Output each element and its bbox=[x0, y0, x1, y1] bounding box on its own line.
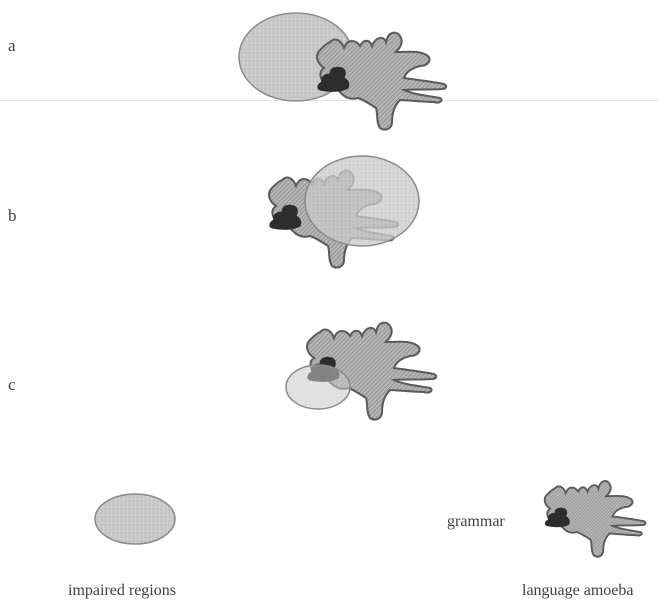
legend-grammar-label: grammar bbox=[447, 514, 505, 530]
panel-b-diagram bbox=[269, 156, 419, 268]
panel-label-b: b bbox=[8, 207, 17, 224]
legend-impaired-swatch bbox=[95, 494, 175, 544]
legend-amoeba-label: language amoeba bbox=[522, 583, 634, 599]
panel-a-diagram bbox=[239, 13, 446, 130]
panel-label-a: a bbox=[8, 37, 16, 54]
legend-impaired-label: impaired regions bbox=[68, 583, 176, 599]
panel-c-diagram bbox=[286, 323, 436, 420]
impaired-region-b bbox=[305, 156, 419, 246]
impaired-region-c bbox=[286, 365, 350, 409]
legend-amoeba-swatch bbox=[545, 481, 646, 557]
panel-label-c: c bbox=[8, 376, 16, 393]
